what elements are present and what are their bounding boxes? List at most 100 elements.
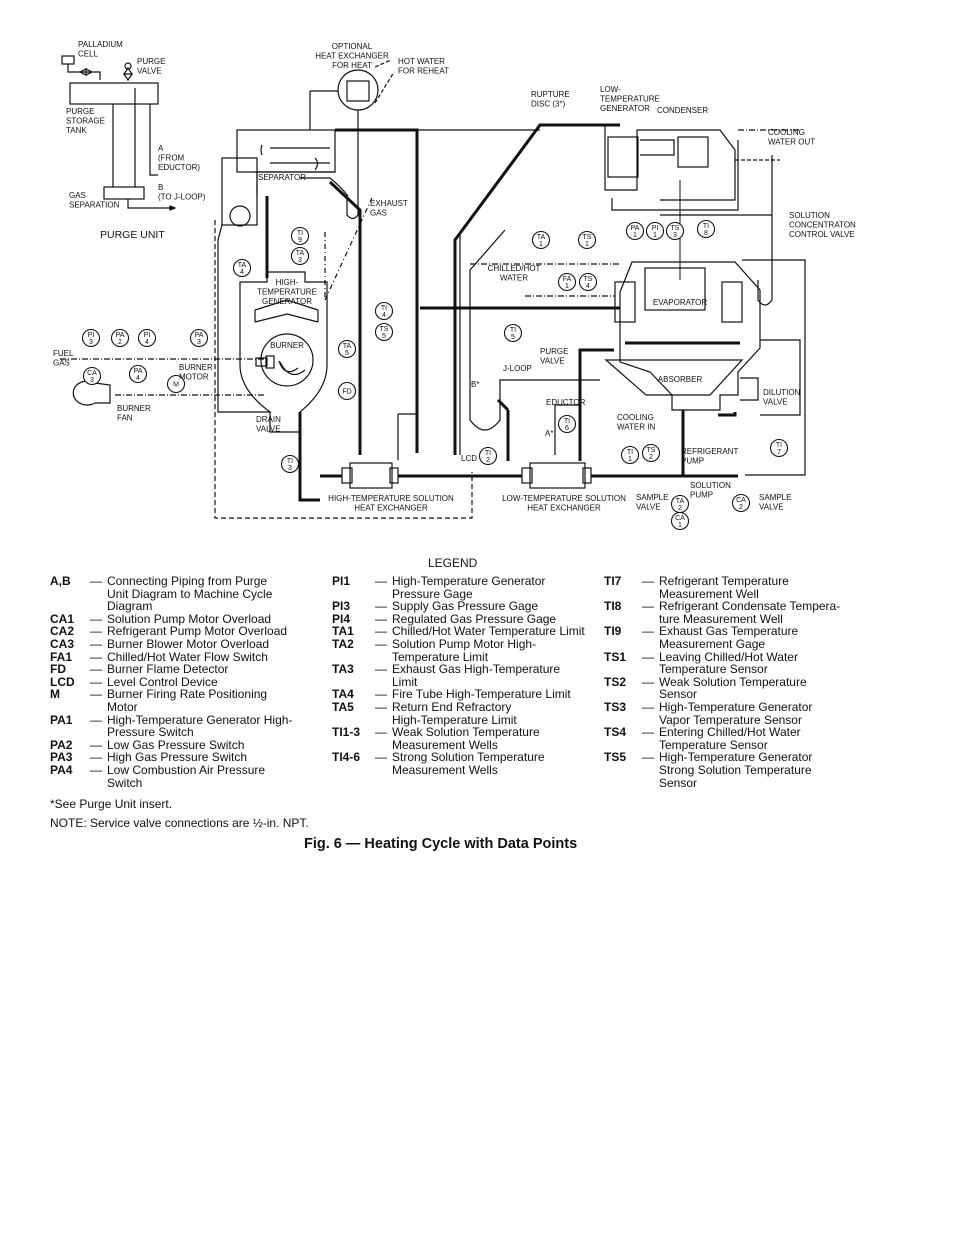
legend-key: TI4-6 [332,750,361,765]
instrument-m: M [166,374,186,394]
svg-text:3: 3 [673,232,677,239]
svg-text:3: 3 [197,339,201,346]
legend-dash: — [642,624,654,639]
legend-key: CA3 [50,636,75,651]
legend-dash: — [90,649,102,664]
legend-key: PA3 [50,750,73,765]
svg-text:4: 4 [145,339,149,346]
legend-description: Low Gas Pressure Switch [107,737,245,752]
svg-text:TS: TS [584,276,593,283]
instrument-ts3: TS3 [665,221,685,241]
instrument-ca2: CA2 [731,493,751,513]
legend-key: PA2 [50,737,73,752]
instrument-ta5: TA5 [337,339,357,359]
svg-text:TI: TI [297,230,303,237]
svg-text:PA: PA [134,368,143,375]
legend-dash: — [375,687,387,702]
svg-text:CA: CA [675,515,685,522]
legend-entry: PI3 — Supply Gas Pressure Gage [332,600,592,613]
legend-dash: — [90,737,102,752]
instrument-pa3: PA3 [189,328,209,348]
legend-key: FA1 [50,649,73,664]
palladium-cell [61,55,75,65]
instrument-pi3: PI3 [81,328,101,348]
svg-text:TI: TI [381,305,387,312]
legend-description: Chilled/Hot Water Temperature Limit [392,624,585,639]
legend-dash: — [90,624,102,639]
legend-key: TI8 [604,599,622,614]
svg-text:1: 1 [565,283,569,290]
legend-dash: — [375,599,387,614]
legend-key: TA1 [332,624,354,639]
legend-entry: TA4—Fire Tube High-Temperature Limit [332,688,592,701]
svg-text:TI: TI [485,450,491,457]
legend-dash: — [375,699,387,714]
instrument-pi4: PI4 [137,328,157,348]
legend-dash: — [90,687,102,702]
legend-dash: — [375,750,387,765]
legend-dash: — [375,624,387,639]
svg-text:TA: TA [537,234,546,241]
separator-label: SEPARATOR [258,173,306,182]
legend-description: Regulated Gas Pressure Gage [392,611,557,626]
evaporator-absorber-shell [619,261,761,411]
legend-entry: LCD—Level Control Device [50,676,307,689]
svg-text:1: 1 [678,522,682,529]
instrument-ti7: TI7 [769,438,789,458]
legend-key: TI7 [604,574,622,588]
legend-entry: FD—Burner Flame Detector [50,663,307,676]
legend-dash: — [642,599,654,614]
absorber [604,359,744,396]
legend-key: CA1 [50,611,75,626]
legend-dash: — [90,712,102,727]
svg-text:1: 1 [628,456,632,463]
legend-key: PI1 [332,574,351,588]
legend-description: Refrigerant Condensate Tempera-ture Meas… [659,599,841,626]
instrument-ts2: TS2 [641,443,661,463]
legend-description: Fire Tube High-Temperature Limit [392,687,571,702]
legend-key: TS3 [604,699,627,714]
svg-text:TI: TI [776,442,782,449]
legend-key: TS2 [604,674,627,689]
instrument-ta2: TA2 [670,494,690,514]
svg-text:PA: PA [116,332,125,339]
legend-key: TS1 [604,649,627,664]
legend-dash: — [642,750,654,765]
svg-text:1: 1 [585,241,589,248]
svg-text:4: 4 [382,312,386,319]
svg-text:2: 2 [649,454,653,461]
svg-text:TA: TA [296,250,305,257]
legend-dash: — [375,611,387,626]
legend-dash: — [375,636,387,651]
legend-key: LCD [50,674,75,689]
svg-text:FD: FD [342,389,351,396]
eductor-label: EDUCTOR [546,398,586,407]
legend-description: Supply Gas Pressure Gage [392,599,539,614]
svg-text:2: 2 [118,339,122,346]
burner-label: BURNER [270,341,304,350]
legend-key: PI3 [332,599,351,614]
instrument-ta4: TA4 [232,258,252,278]
